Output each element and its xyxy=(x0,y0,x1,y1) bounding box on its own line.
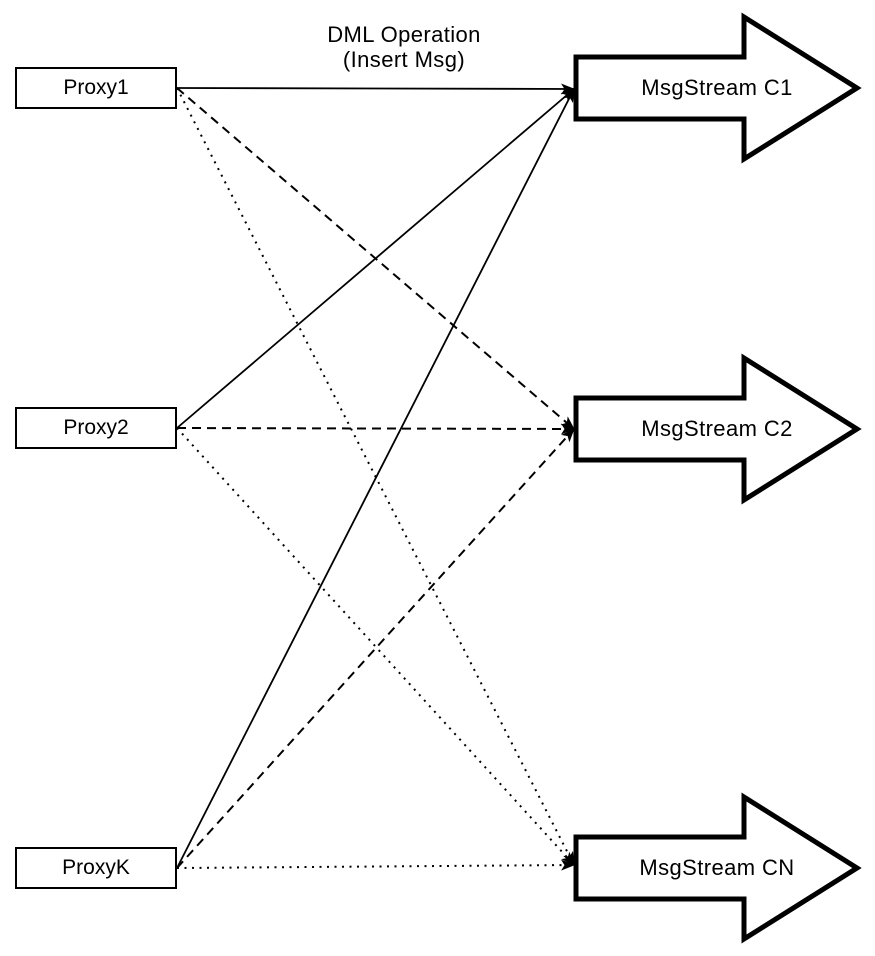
edge-proxy1-c2 xyxy=(176,87,575,430)
node-proxyk: ProxyK xyxy=(15,847,177,889)
node-msgstream-c2: MsgStream C2 xyxy=(571,353,863,505)
node-proxy1: Proxy1 xyxy=(15,67,177,109)
edge-proxy2-c1 xyxy=(176,88,575,429)
edge-proxyk-cn xyxy=(176,859,575,871)
edge-label-dml-operation: DML Operation (Insert Msg) xyxy=(274,22,534,72)
node-proxy2: Proxy2 xyxy=(15,407,177,449)
edge-label-line1: DML Operation xyxy=(327,22,481,47)
edge-proxy1-cn xyxy=(176,87,575,866)
edge-proxyk-c2 xyxy=(176,428,575,869)
block-arrow-icon xyxy=(573,792,862,944)
block-arrow-icon xyxy=(573,12,862,164)
edge-proxy2-cn xyxy=(176,427,575,866)
node-proxyk-label: ProxyK xyxy=(62,856,130,879)
edge-proxy2-c2 xyxy=(176,423,575,435)
node-proxy1-label: Proxy1 xyxy=(63,76,129,99)
edge-proxy1-c1 xyxy=(176,83,575,95)
block-arrow-icon xyxy=(573,353,862,505)
node-proxy2-label: Proxy2 xyxy=(63,416,129,439)
edge-label-line2: (Insert Msg) xyxy=(342,47,466,72)
node-msgstream-cn: MsgStream CN xyxy=(571,792,863,944)
edge-proxyk-c1 xyxy=(176,88,575,869)
node-msgstream-c1: MsgStream C1 xyxy=(571,12,863,164)
